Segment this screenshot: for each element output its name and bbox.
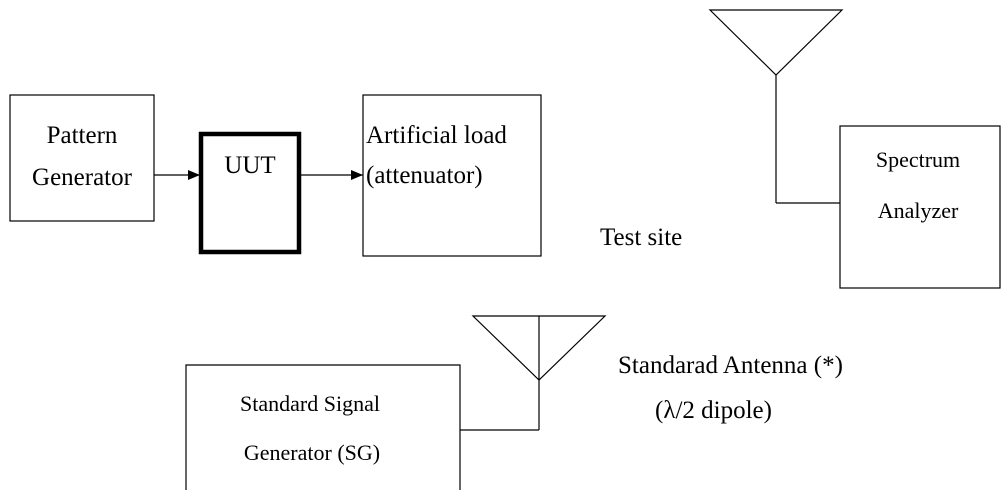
pattern-generator-label-line1: Pattern (47, 122, 118, 149)
pattern-generator-label-line2: Generator (32, 164, 133, 191)
spectrum-analyzer-label-line2: Analyzer (878, 198, 959, 223)
uut-block: UUT (198, 131, 302, 255)
signal-generator-label-line1: Standard Signal (240, 391, 380, 416)
artificial-load-block: Artificial load (attenuator) (362, 94, 542, 257)
spectrum-analyzer-block: Spectrum Analyzer (839, 125, 1001, 289)
signal-generator-block: Standard Signal Generator (SG) (185, 364, 461, 490)
artificial-load-label-line1: Artificial load (366, 122, 507, 149)
receive-antenna-icon (708, 9, 844, 204)
uut-label: UUT (224, 152, 275, 179)
test-site-label: Test site (600, 224, 682, 251)
spectrum-analyzer-label-line1: Spectrum (876, 147, 960, 172)
standard-antenna-icon (460, 315, 607, 431)
antenna-type-label: (λ/2 dipole) (655, 397, 772, 424)
pattern-generator-block: Pattern Generator (9, 94, 155, 222)
artificial-load-label-line2: (attenuator) (366, 162, 483, 189)
signal-generator-label-line2: Generator (SG) (244, 440, 380, 465)
standard-antenna-label: Standarad Antenna (*) (618, 352, 843, 379)
